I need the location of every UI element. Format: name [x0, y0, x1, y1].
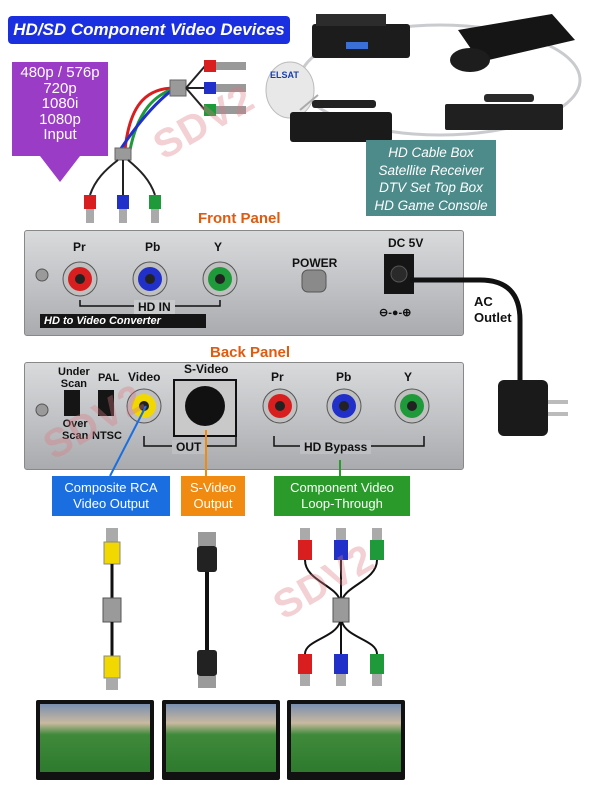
svideo-label: S-Video — [184, 362, 229, 376]
front-pr-label: Pr — [73, 240, 86, 254]
hd-in-label: HD IN — [134, 300, 175, 314]
satellite-brand: ELSAT — [270, 70, 299, 80]
back-y-label: Y — [404, 370, 413, 384]
dc-label: DC 5V — [388, 236, 424, 250]
out-label: OUT — [172, 440, 206, 454]
output-line: Output — [193, 496, 233, 511]
output-line: Composite RCA — [64, 480, 158, 495]
input-resolution-box: 480p / 576p 720p 1080i 1080p Input — [12, 62, 108, 156]
output-line: Loop-Through — [301, 496, 383, 511]
over-scan-line: Over — [62, 418, 88, 430]
tv-component — [287, 700, 405, 780]
back-panel-title: Back Panel — [210, 344, 291, 361]
power-label: POWER — [292, 256, 338, 270]
source-devices-illustration: ELSAT — [84, 14, 582, 223]
front-panel-jacks — [35, 254, 414, 328]
front-panel-title: Front Panel — [198, 210, 281, 227]
polarity-label: ⊖-●-⊕ — [379, 307, 412, 319]
input-line: 1080i — [41, 95, 79, 112]
output-pointers — [109, 405, 341, 477]
device-line: HD Game Console — [374, 197, 488, 213]
back-pr-label: Pr — [271, 370, 284, 384]
back-pb-label: Pb — [336, 370, 352, 384]
pal-label: PAL — [98, 372, 120, 384]
tv-screen — [291, 704, 401, 772]
input-line: 1080p — [39, 110, 81, 128]
source-devices-box: HD Cable Box Satellite Receiver DTV Set … — [366, 140, 496, 216]
front-pb-label: Pb — [145, 240, 161, 254]
under-scan-line: Scan — [60, 378, 88, 390]
back-panel-jacks — [35, 379, 430, 447]
video-label: Video — [128, 370, 161, 384]
under-scan-line: Under — [58, 366, 90, 378]
tv-screen — [166, 704, 276, 772]
front-y-label: Y — [214, 240, 223, 254]
back-panel — [24, 362, 464, 470]
output-line: Video Output — [73, 496, 149, 511]
over-scan-line: Scan — [62, 430, 89, 442]
device-line: HD Cable Box — [388, 145, 474, 160]
input-line: Input — [43, 126, 77, 143]
input-arrow — [40, 156, 80, 182]
hd-bypass-label: HD Bypass — [300, 440, 372, 454]
input-line: 480p / 576p — [20, 64, 100, 81]
output-line: S-Video — [189, 480, 236, 495]
tv-screen — [40, 704, 150, 772]
under-scan-label: Under Scan — [58, 366, 90, 390]
ntsc-label: NTSC — [92, 430, 122, 442]
outlet-label: Outlet — [474, 310, 512, 325]
composite-output-box: Composite RCA Video Output — [52, 476, 170, 516]
component-output-box: Component Video Loop-Through — [274, 476, 410, 516]
output-line: Component Video — [290, 480, 394, 495]
tv-composite — [36, 700, 154, 780]
output-cables — [102, 528, 384, 690]
input-line: 720p — [43, 79, 77, 97]
tv-svideo — [162, 700, 280, 780]
device-line: DTV Set Top Box — [379, 180, 483, 195]
ac-label: AC — [474, 294, 493, 309]
over-scan-label: Over Scan — [62, 418, 88, 442]
svideo-output-box: S-Video Output — [181, 476, 245, 516]
ac-adapter — [410, 277, 568, 436]
title-badge: HD/SD Component Video Devices — [8, 16, 290, 44]
product-label: HD to Video Converter — [44, 315, 161, 327]
device-line: Satellite Receiver — [378, 162, 484, 178]
